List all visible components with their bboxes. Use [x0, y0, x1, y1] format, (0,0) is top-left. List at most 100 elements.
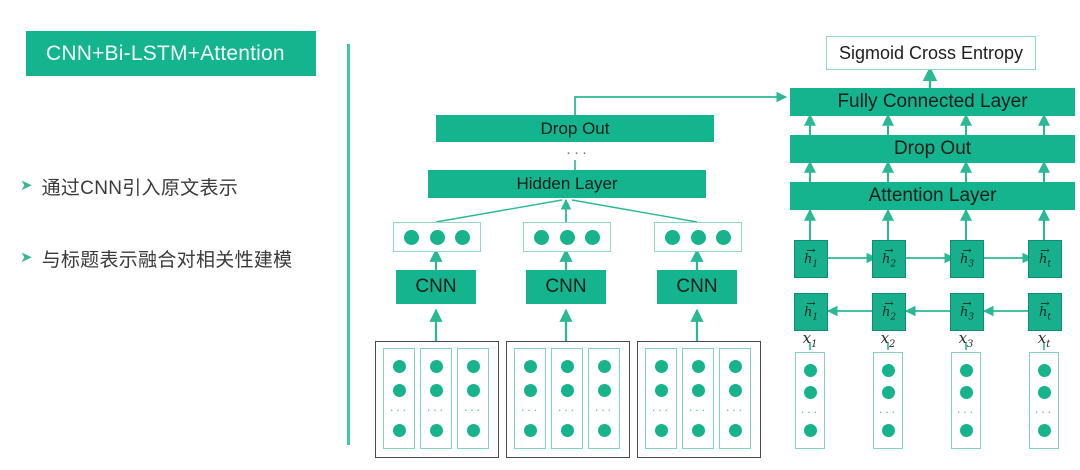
input-embedding-column-3: ··· [951, 352, 981, 449]
embedding-dot [691, 423, 705, 437]
embedding-ellipsis: ··· [594, 402, 614, 418]
bullet-label-1: 通过CNN引入原文表示 [41, 178, 239, 199]
embedding-ellipsis: ··· [688, 402, 708, 418]
forward-hidden-state-label: → h1 [803, 244, 818, 271]
embedding-dot [560, 383, 574, 397]
input-embedding-column-2: ··· [873, 352, 903, 449]
embedding-ellipsis: ··· [651, 402, 671, 418]
embedding-dot [523, 383, 537, 397]
embedding-dot [392, 383, 406, 397]
left-dropout-label: Drop Out [540, 118, 610, 138]
embedding-column: ··· [457, 348, 489, 449]
embedding-dot [392, 423, 406, 437]
feature-dot [429, 229, 445, 245]
h-symbol: h [959, 305, 969, 321]
embedding-ellipsis: ··· [426, 402, 446, 418]
embedding-dot [429, 383, 443, 397]
backward-lstm-cell-4: → ht [1028, 293, 1062, 331]
embedding-column: ··· [514, 348, 546, 449]
backward-lstm-cell-2: → h2 [872, 293, 906, 331]
x-symbol: x [880, 329, 890, 347]
cnn-box-1: CNN [396, 270, 476, 304]
embedding-ellipsis: ··· [389, 402, 409, 418]
slide-title-box: CNN+Bi-LSTM+Attention [26, 31, 316, 76]
embedding-dot [1037, 424, 1051, 438]
bullet-item-1: ➤ 通过CNN引入原文表示 [20, 173, 238, 200]
backward-lstm-cell-1: → h1 [794, 293, 828, 331]
embedding-column: ··· [383, 348, 415, 449]
feature-dot [665, 229, 681, 245]
embedding-dot [392, 360, 406, 374]
feature-dot [584, 229, 600, 245]
backward-hidden-state-label: → h2 [882, 297, 897, 324]
backward-hidden-state-label: → ht [1039, 297, 1051, 324]
h-subscript: 3 [968, 312, 975, 323]
feature-vector-box-1 [393, 222, 481, 252]
bullet-label-2: 与标题表示融合对相关性建模 [41, 250, 293, 271]
embedding-dot [560, 423, 574, 437]
embedding-dot [523, 423, 537, 437]
vertical-divider [347, 44, 350, 445]
hidden-layer-box: Hidden Layer [428, 170, 706, 198]
attention-label: Attention Layer [868, 185, 997, 206]
cnn-label-2: CNN [545, 276, 587, 297]
right-arrow-icon: → [1040, 244, 1050, 258]
embedding-dot [466, 423, 480, 437]
embedding-dot [881, 363, 895, 377]
h-symbol: h [803, 252, 813, 268]
backward-lstm-cell-3: → h3 [950, 293, 984, 331]
h-subscript: t [1047, 259, 1051, 270]
embedding-column: ··· [420, 348, 452, 449]
embedding-dot [523, 360, 537, 374]
embedding-dot [691, 360, 705, 374]
backward-hidden-state-label: → h1 [803, 298, 818, 324]
embedding-dot [466, 383, 480, 397]
forward-lstm-cell-3: → h3 [950, 240, 984, 278]
embedding-ellipsis: ··· [725, 402, 745, 418]
embedding-dot [654, 423, 668, 437]
cnn-box-3: CNN [657, 270, 737, 304]
embedding-dot [728, 383, 742, 397]
embedding-dot [728, 360, 742, 374]
fc-label: Fully Connected Layer [837, 91, 1028, 112]
feature-dot [690, 229, 706, 245]
feature-vector-box-3 [654, 222, 742, 252]
embedding-column: ··· [645, 348, 677, 449]
forward-lstm-cell-2: → h2 [872, 240, 906, 278]
embedding-dot [881, 424, 895, 438]
embedding-ellipsis: ··· [520, 402, 540, 418]
h-symbol: h [803, 305, 813, 321]
bullet-arrow-icon: ➤ [20, 177, 33, 194]
bullet-arrow-icon: ➤ [20, 249, 33, 266]
input-label-4: xt [1028, 329, 1060, 350]
right-arrow-icon: → [884, 297, 894, 311]
forward-hidden-state-label: → ht [1039, 244, 1051, 271]
right-arrow-icon: → [1040, 297, 1050, 311]
forward-hidden-state-label: → h2 [882, 245, 896, 271]
embedding-dot [691, 383, 705, 397]
cnn-box-2: CNN [526, 270, 606, 304]
feature-dot [534, 229, 550, 245]
h-subscript: 3 [968, 259, 975, 270]
forward-lstm-cell-4: → ht [1028, 240, 1062, 278]
embedding-dot [728, 423, 742, 437]
embedding-ellipsis: ··· [463, 402, 483, 418]
left-dropout-ellipsis: ··· [566, 144, 590, 161]
embedding-column: ··· [719, 348, 751, 449]
embedding-column: ··· [551, 348, 583, 449]
right-dropout-label: Drop Out [893, 138, 972, 159]
backward-hidden-state-label: → h3 [959, 298, 975, 324]
cnn-label-1: CNN [415, 276, 457, 297]
x-subscript: 1 [811, 339, 818, 350]
right-arrow-icon: → [806, 244, 816, 258]
input-label-2: x2 [872, 329, 904, 350]
h-subscript: 2 [890, 312, 897, 323]
embedding-ellipsis: ··· [800, 403, 820, 419]
embedding-dot [597, 383, 611, 397]
loss-label: Sigmoid Cross Entropy [838, 42, 1024, 63]
input-embedding-column-4: ··· [1029, 352, 1059, 449]
embedding-ellipsis: ··· [557, 402, 577, 418]
feature-dot [454, 229, 470, 245]
embedding-column: ··· [682, 348, 714, 449]
x-symbol: x [958, 329, 968, 347]
